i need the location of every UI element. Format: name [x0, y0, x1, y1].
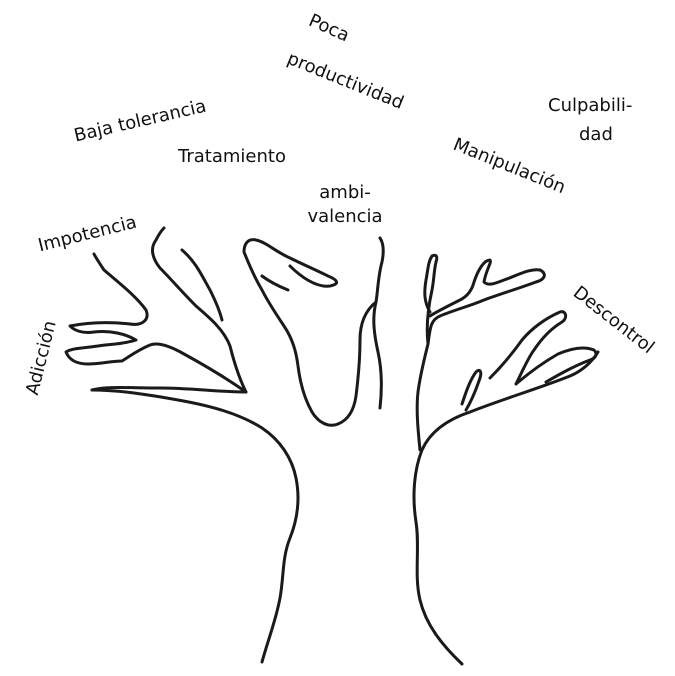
label-ambi: ambi-	[316, 182, 374, 203]
trunk-left-outline	[92, 390, 298, 662]
branch-right	[417, 255, 596, 450]
label-valencia: valencia	[302, 206, 388, 227]
branch-left-upper	[153, 228, 246, 392]
trunk-right-outline	[414, 352, 598, 664]
branch-central	[244, 238, 383, 425]
label-tratamiento: Tratamiento	[178, 146, 286, 168]
label-dad: dad	[579, 124, 613, 146]
label-culpabili: Culpabili-	[548, 95, 632, 117]
branch-left-lower	[66, 254, 246, 392]
